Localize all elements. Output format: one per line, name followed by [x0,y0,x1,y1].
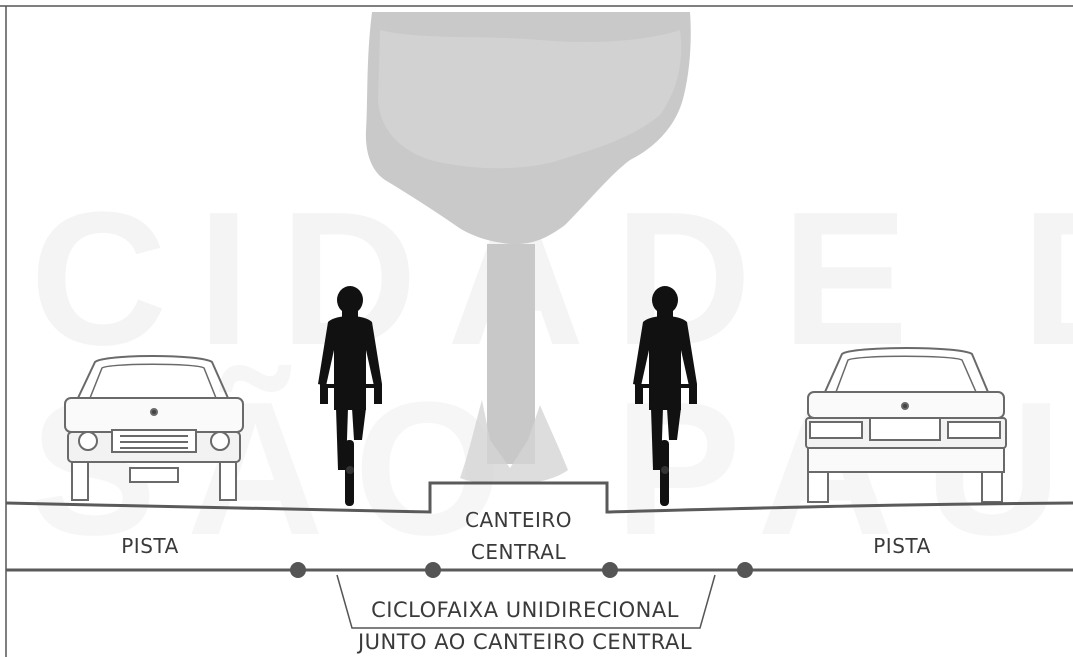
left-lane-label: PISTA [121,534,179,558]
bikelane-bracket [336,574,716,629]
left-cyclist [318,286,382,506]
tree-crown-shade [378,30,682,169]
marker-dot-4 [737,562,753,578]
marker-dot-3 [602,562,618,578]
tree [365,12,691,485]
road-profile-line [5,481,1073,514]
median-label-line-1: CANTEIRO [465,508,572,532]
tree-trunk [487,244,535,464]
right-lane-label: PISTA [873,534,931,558]
bikelane-label-line-1: CICLOFAIXA UNIDIRECIONAL [371,598,679,622]
marker-dot-1 [290,562,306,578]
right-cyclist [633,286,697,506]
median-label-line-2: CENTRAL [470,540,567,564]
tree-base [460,400,568,485]
marker-dot-2 [425,562,441,578]
left-car [64,355,244,501]
right-car [805,347,1007,503]
bikelane-label-line-2: JUNTO AO CANTEIRO CENTRAL [330,630,720,654]
